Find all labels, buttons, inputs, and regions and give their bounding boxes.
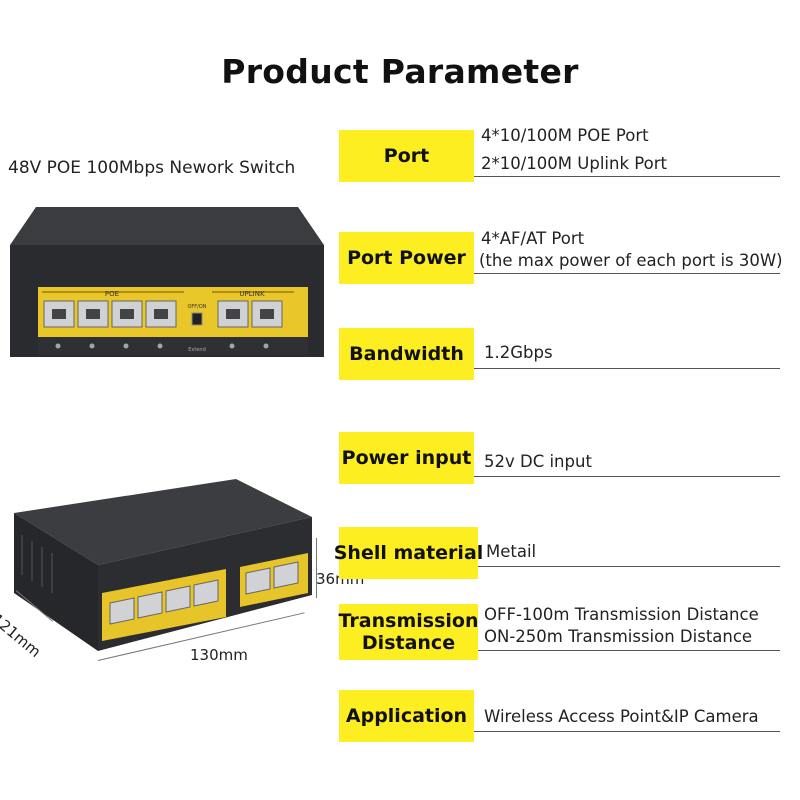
shell-material-underline	[478, 566, 780, 567]
shell-material-value: Metail	[486, 542, 537, 561]
port-power-value-line-1: 4*AF/AT Port	[481, 229, 585, 248]
transmission-underline	[478, 650, 780, 651]
port-value-line-1: 4*10/100M POE Port	[481, 126, 649, 145]
application-label: Application	[339, 690, 474, 742]
port-value-line-2: 2*10/100M Uplink Port	[481, 154, 667, 173]
power-input-label: Power input	[339, 432, 474, 484]
application-value: Wireless Access Point&IP Camera	[484, 707, 759, 726]
page-title: Product Parameter	[221, 52, 579, 91]
transmission-distance-label: Transmission Distance	[339, 604, 478, 660]
height-dimension-line	[316, 538, 317, 598]
switch-sub-label: Extend	[188, 347, 206, 353]
power-input-value: 52v DC input	[484, 452, 592, 471]
transmission-label-line-1: Transmission	[338, 610, 479, 632]
uplink-group-label: UPLINK	[239, 290, 265, 298]
power-input-underline	[474, 476, 780, 477]
bandwidth-value: 1.2Gbps	[484, 343, 553, 362]
bandwidth-label: Bandwidth	[339, 328, 474, 380]
product-caption: 48V POE 100Mbps Nework Switch	[8, 158, 296, 178]
application-underline	[474, 731, 780, 732]
port-power-label: Port Power	[339, 232, 474, 284]
port-underline	[474, 176, 780, 177]
port-label: Port	[339, 130, 474, 182]
port-power-value-line-2: (the max power of each port is 30W)	[479, 251, 783, 270]
switch-front-view-image: POE UPLINK OFF/ON Extend	[10, 207, 324, 357]
transmission-label-line-2: Distance	[361, 632, 456, 654]
switch-angled-view-image	[14, 479, 312, 651]
bandwidth-underline	[474, 368, 780, 369]
shell-material-label: Shell material	[334, 527, 483, 579]
width-dimension: 130mm	[190, 646, 248, 664]
transmission-value-line-1: OFF-100m Transmission Distance	[484, 605, 759, 624]
extend-switch	[191, 312, 203, 326]
poe-group-label: POE	[105, 290, 119, 298]
switch-label: OFF/ON	[187, 304, 206, 310]
port-power-underline	[474, 273, 780, 274]
transmission-value-line-2: ON-250m Transmission Distance	[484, 627, 753, 646]
